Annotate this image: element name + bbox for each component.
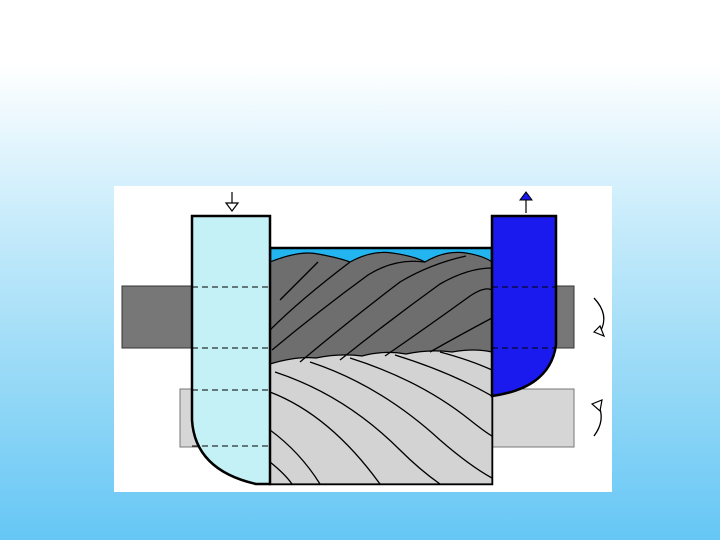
hidden-shaft-lines — [192, 286, 556, 447]
curved-arrow-clockwise-icon — [592, 297, 606, 338]
rotor-group — [270, 251, 492, 484]
discharge-port — [490, 214, 558, 398]
curved-arrow-counterclockwise-icon — [590, 399, 603, 437]
male-rotor-helix-lines — [270, 255, 492, 363]
female-rotor — [270, 349, 492, 484]
male-rotor — [270, 251, 492, 367]
arrow-down-outline-icon — [224, 192, 240, 212]
arrow-up-filled-icon — [519, 191, 533, 213]
inlet-port — [190, 214, 272, 486]
female-rotor-helix-lines — [270, 351, 492, 484]
